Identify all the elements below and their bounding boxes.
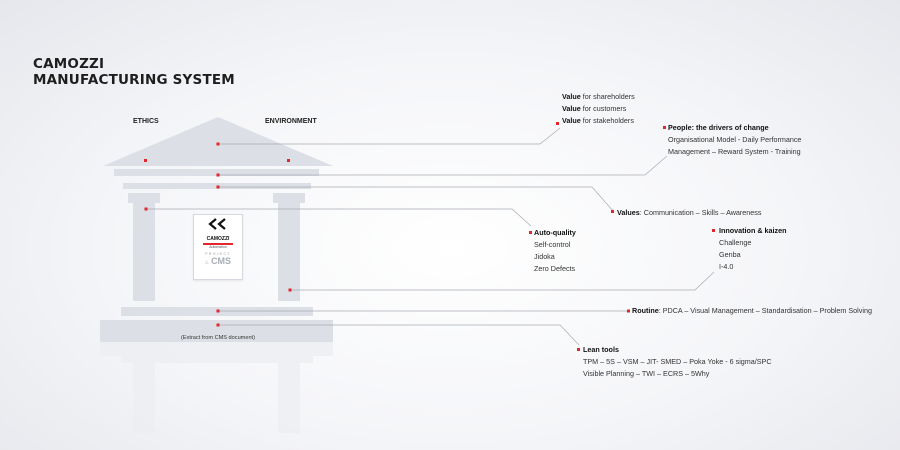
logo-red-bar [203, 243, 233, 245]
connector-innovation [290, 271, 715, 291]
marker-auto-quality-target [529, 231, 532, 234]
camozzi-logo-card: CAMOZZI Automation PROJECT ⌂ CMS [193, 214, 243, 280]
innovation-item: I-4.0 [719, 262, 734, 271]
auto-quality-item: Jidoka [534, 252, 555, 261]
temple-mini-icon: ⌂ [204, 259, 209, 266]
marker-value-source [216, 142, 220, 146]
lean-tools-heading: Lean tools [583, 345, 619, 354]
value-line-2: Value for customers [562, 104, 627, 113]
connector-lean [218, 324, 580, 346]
routine-block: Routine: PDCA – Visual Management – Stan… [632, 305, 872, 317]
marker-lean-source [216, 323, 220, 327]
auto-quality-heading: Auto-quality [534, 228, 576, 237]
marker-lean-target [577, 348, 580, 351]
ethics-label: ETHICS [133, 118, 159, 125]
marker-ethics [144, 159, 147, 162]
logo-project: PROJECT [205, 251, 231, 256]
marker-routine-source [216, 309, 220, 313]
connector-values [218, 186, 615, 213]
marker-auto-quality-source [144, 207, 148, 211]
column-right-shaft [278, 203, 300, 301]
temple-architrave [114, 169, 319, 176]
marker-innovation-target [712, 229, 715, 232]
marker-routine-target [627, 309, 630, 313]
logo-subtitle: Automation [209, 244, 227, 249]
column-left [128, 193, 160, 203]
value-block: Value for shareholders Value for custome… [562, 91, 635, 127]
values-text: : Communication – Skills – Awareness [639, 208, 762, 217]
innovation-item: Challenge [719, 238, 752, 247]
routine-label: Routine [632, 306, 659, 315]
values-label: Values [617, 208, 640, 217]
lean-tools-block: Lean tools TPM – 5S – VSM – JIT- SMED – … [583, 344, 772, 380]
auto-quality-item: Self-control [534, 240, 571, 249]
title-line-2: MANUFACTURING SYSTEM [33, 72, 235, 88]
lean-tools-line-2: Visible Planning – TWI – ECRS – 5Why [583, 369, 710, 378]
people-block: People: the drivers of change Organisati… [668, 122, 801, 158]
auto-quality-item: Zero Defects [534, 264, 576, 273]
marker-environment [287, 159, 290, 162]
temple-roof [103, 117, 333, 166]
value-line-1: Value for shareholders [562, 92, 635, 101]
temple-base-bottom [100, 320, 333, 342]
page-title: CAMOZZI MANUFACTURING SYSTEM [33, 56, 235, 88]
marker-innovation-source [288, 288, 292, 292]
value-line-3: Value for stakeholders [562, 116, 634, 125]
column-right [273, 193, 305, 203]
people-heading: People: the drivers of change [668, 123, 769, 132]
marker-values-source [216, 185, 220, 189]
marker-people-source [216, 173, 220, 177]
logo-cms: ⌂ CMS [194, 256, 242, 266]
marker-people-target [663, 126, 666, 129]
people-line-2: Management – Reward System - Training [668, 147, 801, 156]
temple-reflection [100, 342, 333, 433]
environment-label: ENVIRONMENT [265, 118, 317, 125]
connector-auto-quality [146, 208, 532, 227]
caption: (Extract from CMS document) [181, 335, 255, 341]
auto-quality-block: Auto-quality Self-control Jidoka Zero De… [534, 227, 576, 275]
logo-brand: CAMOZZI [206, 236, 230, 242]
innovation-block: Innovation & kaizen Challenge Genba I-4.… [719, 225, 787, 273]
camozzi-logo-icon [208, 218, 226, 230]
marker-value-target [556, 122, 559, 125]
routine-text: : PDCA – Visual Management – Standardisa… [658, 306, 872, 315]
connectors [146, 127, 715, 346]
marker-values-target [611, 210, 614, 213]
logo-cms-text: CMS [211, 255, 232, 266]
lean-tools-line-1: TPM – 5S – VSM – JIT- SMED – Poka Yoke -… [583, 357, 772, 366]
connector-value [218, 127, 561, 145]
values-block: Values: Communication – Skills – Awarene… [617, 207, 762, 219]
column-left-shaft [133, 203, 155, 301]
innovation-item: Genba [719, 250, 741, 259]
markers [144, 122, 715, 351]
people-line-1: Organisational Model - Daily Performance [668, 135, 802, 144]
connector-people [218, 155, 668, 176]
innovation-heading: Innovation & kaizen [719, 226, 787, 235]
title-line-1: CAMOZZI [33, 56, 105, 72]
